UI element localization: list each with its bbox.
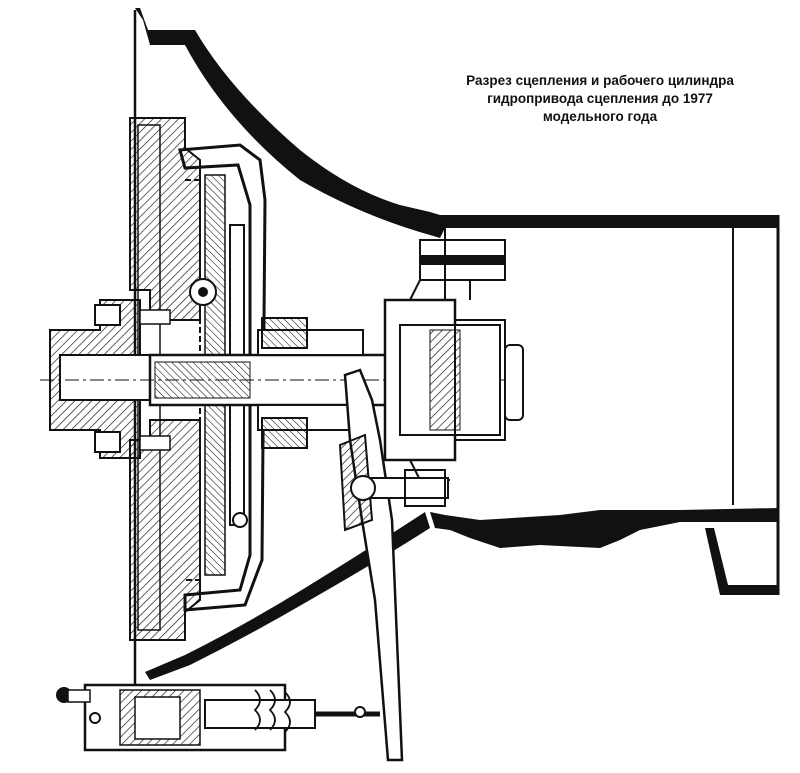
release-bearing [261, 279, 524, 481]
caption-line-1: Разрез сцепления и рабочего цилиндра [466, 73, 734, 88]
caption-line-3: модельного года [542, 109, 658, 124]
bell-housing [135, 8, 780, 680]
input-shaft [40, 329, 520, 431]
release-fork [338, 368, 449, 762]
caption-line-2: гидропривода сцепления до 1977 [487, 91, 713, 106]
crankshaft-hub [49, 299, 171, 459]
slave-cylinder [56, 683, 380, 752]
figure-caption: Разрез сцепления и рабочего цилиндра гид… [420, 72, 780, 126]
